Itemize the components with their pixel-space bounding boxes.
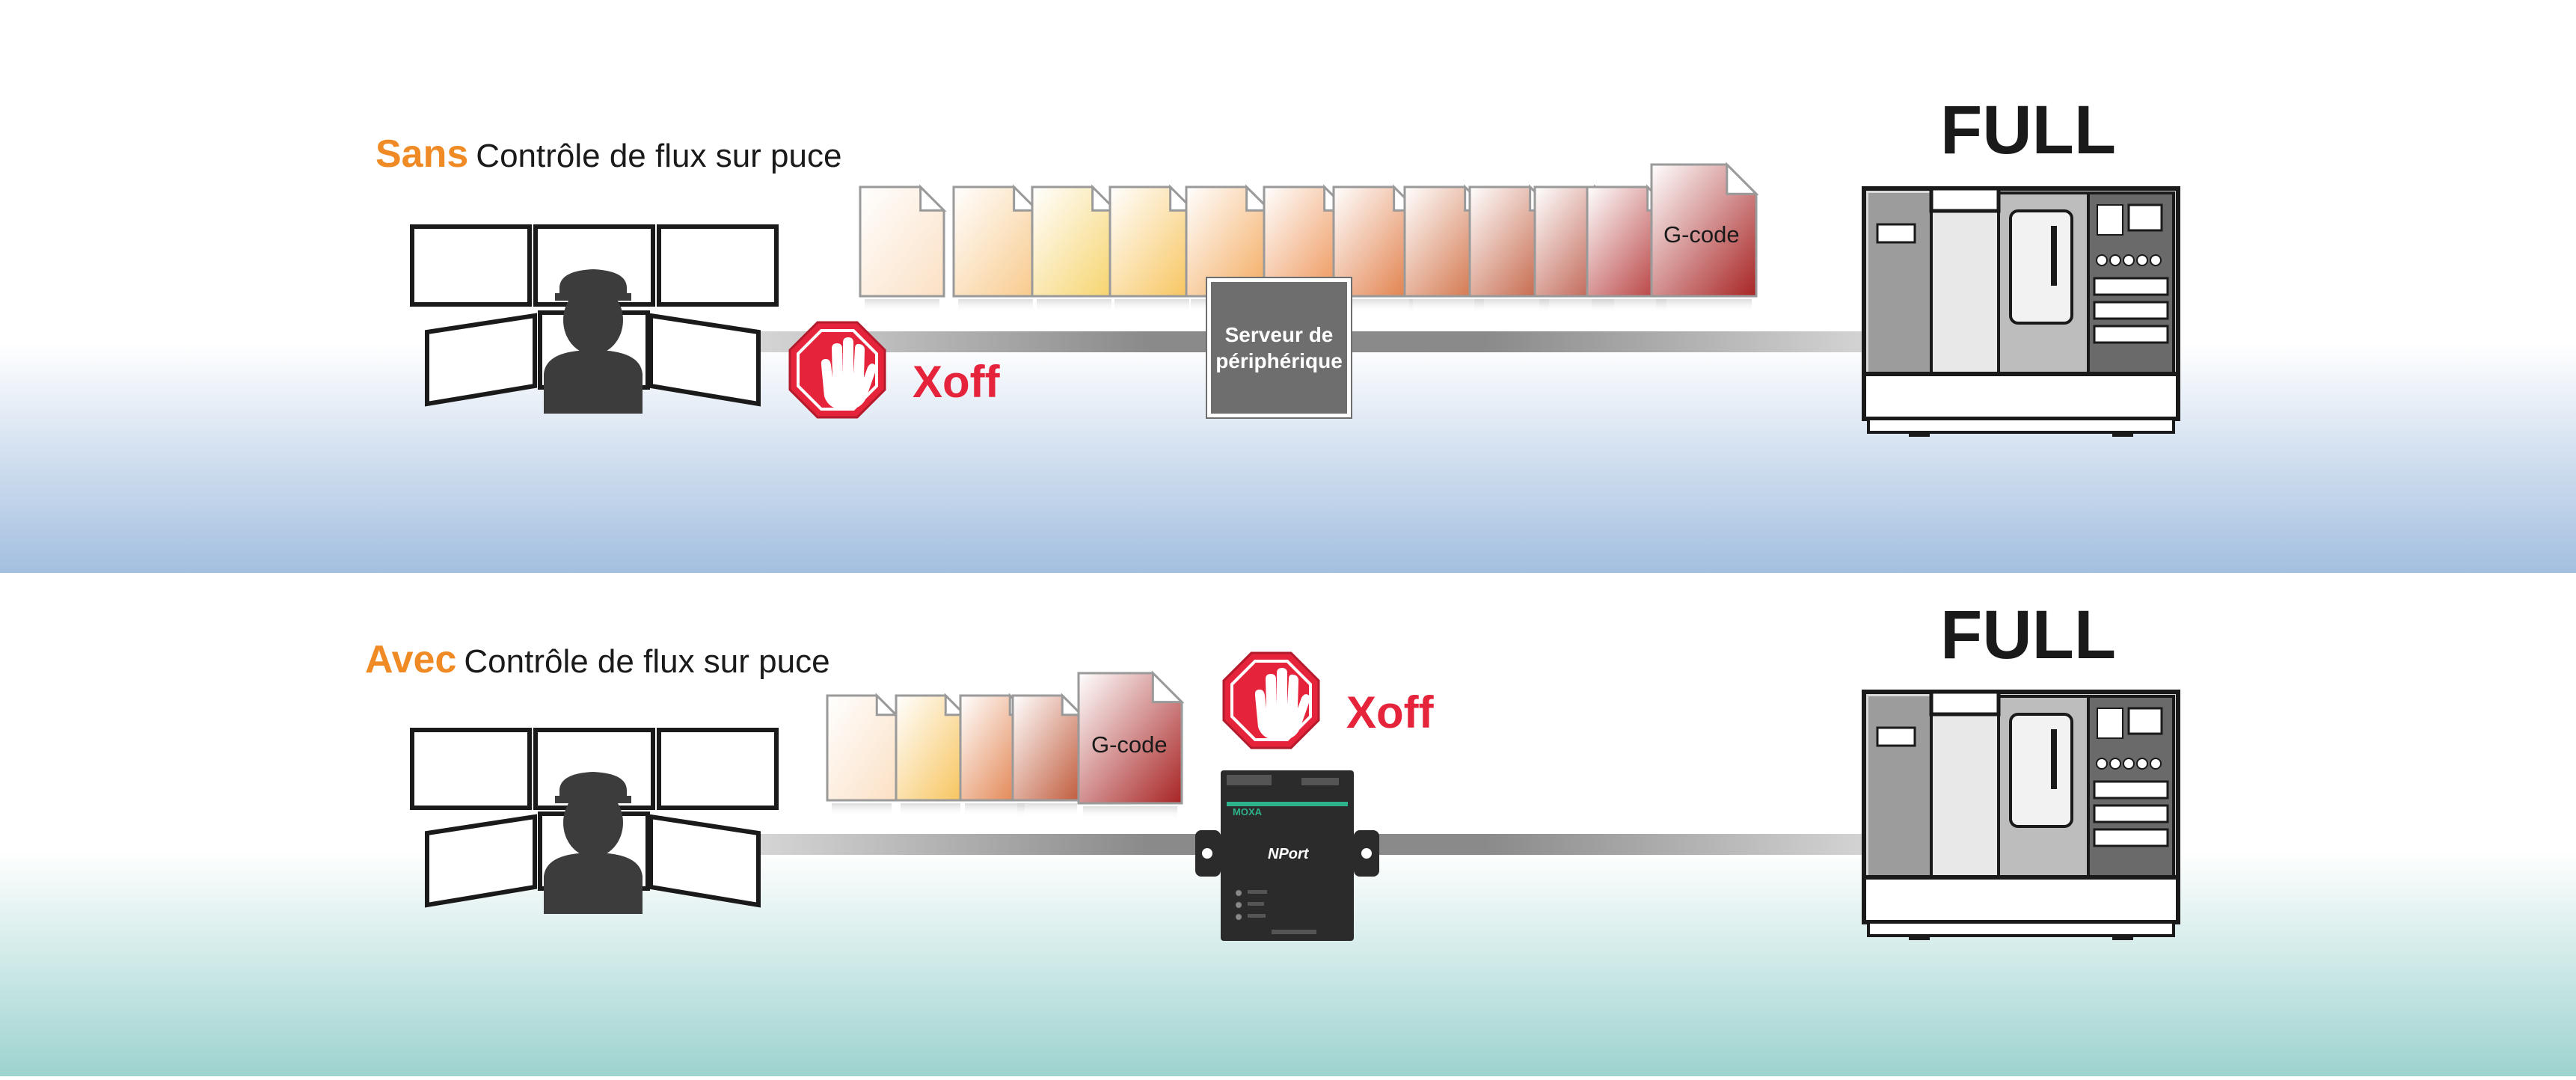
xoff-label: Xoff (1346, 687, 1434, 737)
gcode-label: G-code (1091, 731, 1168, 758)
title-text: Contrôle de flux sur puce (464, 643, 830, 680)
cnc-machine-icon (1862, 690, 2180, 940)
operator-workstation-icon (410, 728, 779, 914)
document-icon (1077, 672, 1183, 805)
stop-hand-icon (788, 321, 886, 419)
gcode-label: G-code (1663, 221, 1740, 248)
full-label: FULL (1940, 92, 2117, 168)
panel-without (410, 162, 1877, 419)
title-keyword: Avec (365, 638, 457, 681)
device-brand: MOXA (1233, 806, 1263, 817)
xoff-label: Xoff (913, 357, 1000, 407)
serial-device-server-icon: MOXA NPort (1195, 770, 1379, 941)
cnc-machine-icon (1862, 186, 2180, 437)
device-server-box: Serveur de périphérique (1207, 278, 1351, 417)
title-keyword: Sans (375, 132, 469, 176)
document-icon (1650, 163, 1758, 298)
panel-with: MOXA NPort (410, 651, 1877, 941)
device-model: NPort (1268, 846, 1310, 862)
operator-workstation-icon (410, 224, 779, 414)
document-queue (826, 670, 1185, 820)
title-text: Contrôle de flux sur puce (476, 138, 842, 174)
full-label: FULL (1940, 597, 2117, 673)
stop-hand-icon (1222, 651, 1320, 749)
document-icon (859, 185, 945, 298)
